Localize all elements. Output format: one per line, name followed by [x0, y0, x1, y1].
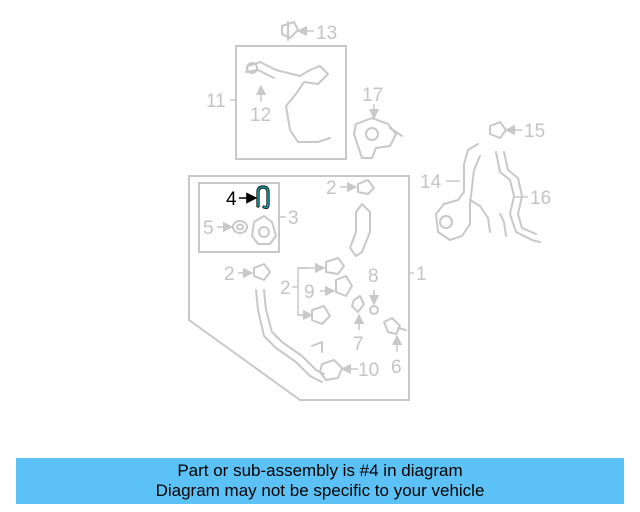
- callout-5: 5: [203, 218, 214, 239]
- housing-part: [251, 215, 277, 245]
- callout-16: 16: [530, 188, 551, 209]
- vacuum-tube-part: [245, 61, 331, 143]
- callout-11: 11: [206, 91, 226, 112]
- callout-2-middle: 2: [280, 278, 291, 299]
- clip-15-part: [489, 121, 507, 139]
- connector-9-part: [311, 257, 353, 325]
- cap-10-part: [319, 359, 343, 381]
- group-11-frame: [235, 45, 347, 160]
- callout-10: 10: [358, 360, 379, 381]
- callout-4: 4: [226, 189, 237, 210]
- tube-16-part: [495, 151, 541, 243]
- callout-13: 13: [316, 23, 337, 44]
- oring-5-part: [232, 220, 248, 234]
- callout-3: 3: [288, 208, 299, 229]
- callout-7: 7: [353, 334, 364, 355]
- valve-17-part: [353, 117, 403, 159]
- sensor-6-part: [383, 317, 407, 335]
- callout-2-upper: 2: [326, 178, 337, 199]
- clip-2-upper-part: [357, 179, 375, 195]
- gasket-8-part: [369, 305, 379, 315]
- hose-lower-part: [255, 289, 325, 383]
- clip-13-part: [281, 21, 299, 41]
- callout-17: 17: [362, 85, 383, 106]
- callout-15: 15: [524, 121, 545, 142]
- clip-4-part-highlighted[interactable]: [256, 185, 270, 210]
- callout-14: 14: [420, 172, 442, 193]
- callout-1: 1: [416, 264, 427, 285]
- clip-2-left-part: [253, 263, 271, 281]
- callout-6: 6: [391, 357, 402, 378]
- callout-9: 9: [304, 282, 315, 303]
- callout-2-left: 2: [224, 264, 235, 285]
- hose-upper-part: [349, 203, 371, 257]
- info-banner: Part or sub-assembly is #4 in diagram Di…: [16, 458, 624, 504]
- oring-7-part: [351, 295, 365, 313]
- hose-14-part: [435, 143, 491, 241]
- parts-diagram: 11 12 13 17 14 15 16 1: [188, 21, 551, 401]
- banner-line-1: Part or sub-assembly is #4 in diagram: [177, 461, 463, 480]
- callout-8: 8: [368, 266, 379, 287]
- group-1-frame: [188, 175, 410, 401]
- callout-12: 12: [250, 105, 271, 126]
- banner-line-2: Diagram may not be specific to your vehi…: [155, 481, 485, 500]
